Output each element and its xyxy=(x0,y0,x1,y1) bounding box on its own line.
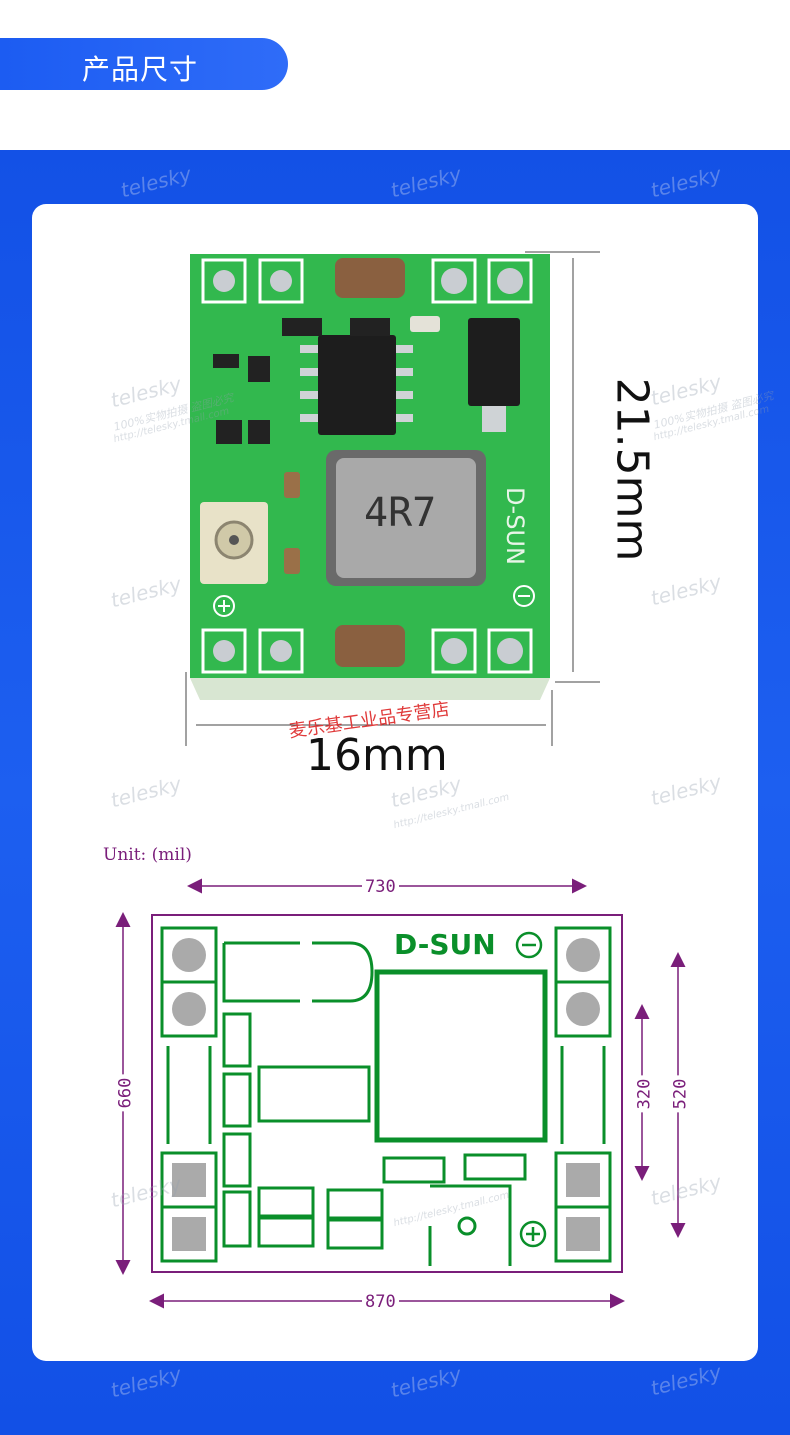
plus-symbol xyxy=(213,595,235,617)
diode xyxy=(468,318,520,432)
silkscreen-label: D-SUN xyxy=(394,928,496,961)
ic-chip xyxy=(300,335,413,435)
top-dimension: 730 xyxy=(362,877,399,897)
pcb-edge xyxy=(190,678,550,700)
unit-label: Unit: (mil) xyxy=(103,845,192,865)
section-title: 产品尺寸 xyxy=(82,53,199,86)
inductor xyxy=(326,450,486,586)
pcb-footprint xyxy=(160,926,612,1266)
width-dimension-label: 16mm xyxy=(306,730,448,781)
board-outline xyxy=(151,914,623,1273)
minus-symbol xyxy=(513,585,535,607)
top-pads xyxy=(201,258,533,304)
potentiometer xyxy=(200,502,268,584)
bottom-capacitor xyxy=(335,625,405,667)
resistors xyxy=(213,316,440,574)
photo-dimension-lines xyxy=(185,251,600,746)
footprint-pads xyxy=(172,938,600,1251)
inductor-label: 4R7 xyxy=(364,490,437,536)
bottom-dimension: 870 xyxy=(362,1292,399,1312)
right-outer-dimension: 520 xyxy=(670,1075,691,1113)
top-capacitor xyxy=(335,258,405,298)
section-title-pill xyxy=(0,38,288,90)
bottom-pads xyxy=(201,628,533,674)
right-inner-dimension: 320 xyxy=(634,1075,655,1113)
left-dimension: 660 xyxy=(115,1074,136,1112)
